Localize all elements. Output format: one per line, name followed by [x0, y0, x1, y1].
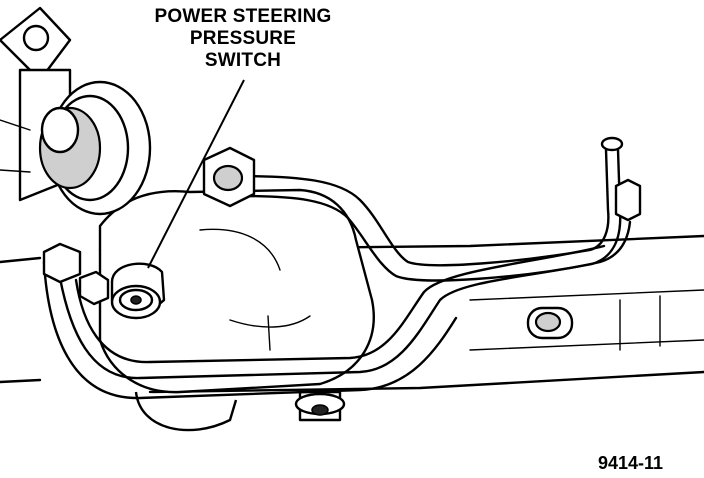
- valve-body: [98, 188, 375, 394]
- input-shaft-assembly: [0, 6, 152, 216]
- callout-line-2: PRESSURE: [189, 28, 297, 49]
- pressure-switch-callout: POWER STEERING PRESSURE SWITCH: [128, 6, 358, 72]
- callout-leader-line: [147, 79, 245, 269]
- line-fittings: [42, 146, 642, 306]
- callout-line-1: POWER STEERING: [154, 6, 332, 27]
- callout-line-3: SWITCH: [204, 50, 282, 71]
- hydraulic-lines: [42, 136, 632, 400]
- lower-adjuster: [134, 390, 346, 432]
- figure-id-label: 9414-11: [598, 453, 664, 473]
- pressure-switch: [110, 262, 166, 320]
